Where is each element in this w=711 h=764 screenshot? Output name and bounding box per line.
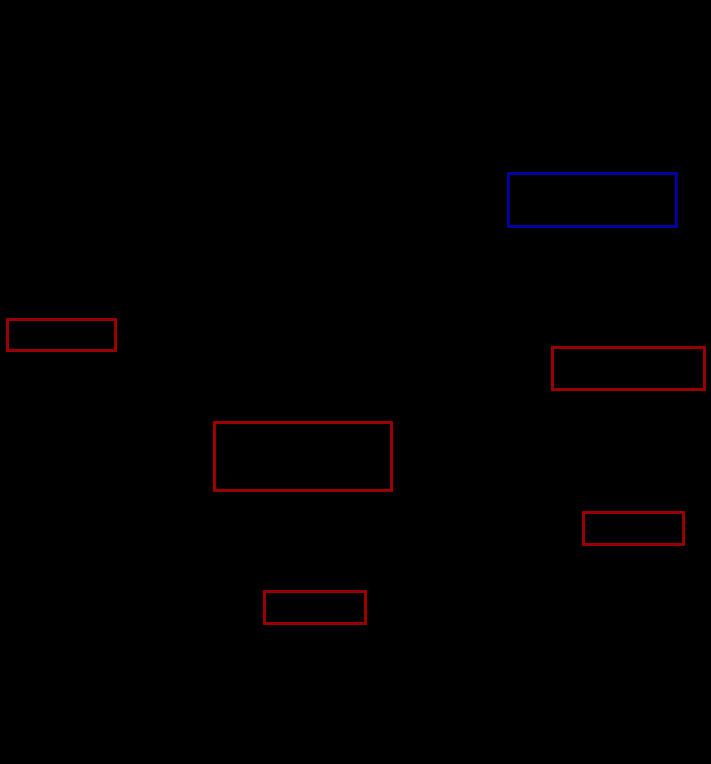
bounding-box-red-4[interactable] [582, 511, 685, 546]
bounding-box-red-3[interactable] [213, 421, 393, 492]
bounding-box-red-2[interactable] [551, 346, 706, 391]
bounding-box-red-5[interactable] [263, 590, 367, 625]
bounding-box-blue-1[interactable] [507, 172, 678, 228]
bounding-box-red-1[interactable] [6, 318, 117, 352]
